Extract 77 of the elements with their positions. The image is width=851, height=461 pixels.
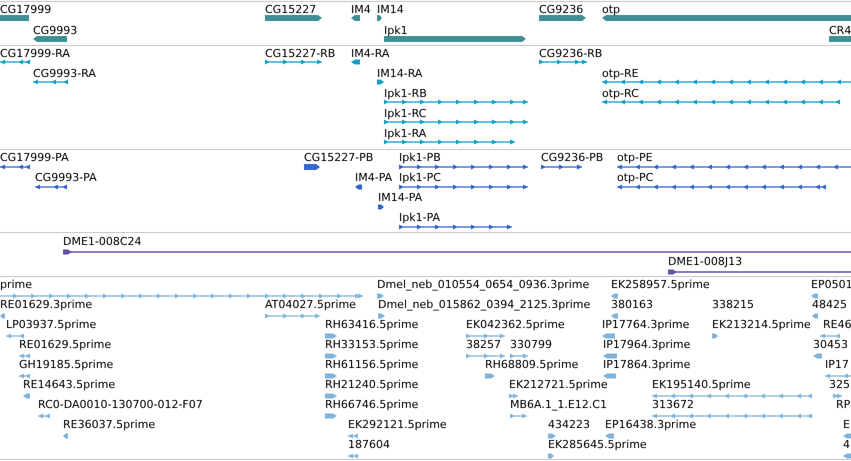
feature-label: RE01629.3prime	[0, 298, 92, 311]
feature-label: RH33153.5prime	[325, 338, 418, 351]
feature-label: otp-RE	[602, 67, 639, 80]
feature-label: RH61156.5prime	[325, 358, 418, 371]
feature-label: otp-PE	[617, 151, 653, 164]
feature-label: Dmel_neb_010554_0654_0936.3prime	[377, 278, 590, 291]
feature-label: RE46	[823, 318, 851, 331]
feature-label: Dmel_neb_015862_0394_2125.3prime	[378, 298, 590, 311]
feature-label: IM14-PA	[378, 191, 422, 204]
feature-label: CG9236-PB	[541, 151, 604, 164]
feature-label: IM14-RA	[377, 67, 422, 80]
feature-label: IM4-RA	[351, 47, 390, 60]
feature-label: EK213214.5prime	[712, 318, 811, 331]
feature-label: CG15227-RB	[265, 47, 336, 60]
feature-label: EK258957.5prime	[611, 278, 710, 291]
feature-label: DME1-008C24	[63, 235, 142, 248]
feature-label: otp	[602, 3, 620, 16]
feature-label: CG9993-PA	[35, 171, 97, 184]
feature-label: 187604	[348, 438, 390, 451]
feature-label: otp-RC	[602, 87, 639, 100]
feature-label: Ipk1-PB	[399, 151, 441, 164]
feature-label: IP17864.3prime	[603, 358, 690, 371]
feature-label: RE01629.5prime	[19, 338, 112, 351]
feature-label: E	[843, 418, 850, 431]
feature-label: AT04027.5prime	[265, 298, 356, 311]
feature-label: prime	[0, 278, 32, 291]
feature-label: otp-PC	[617, 171, 654, 184]
feature-label: EK292121.5prime	[348, 418, 447, 431]
feature-label: IM4	[351, 3, 371, 16]
feature-label: CG17999-RA	[0, 47, 70, 60]
feature-label: Ipk1-RC	[384, 107, 426, 120]
feature-label: RE14643.5prime	[23, 378, 116, 391]
feature-label: IP17964.3prime	[603, 338, 690, 351]
feature-label: EK212721.5prime	[509, 378, 608, 391]
feature-label: LP03937.5prime	[6, 318, 96, 331]
feature-label: CG15227	[265, 3, 316, 16]
feature-label: CG9993	[33, 24, 78, 37]
feature-label: IP17	[825, 358, 849, 371]
feature-label: EP16438.3prime	[605, 418, 696, 431]
feature-label: 313672	[652, 398, 694, 411]
feature-label: RP	[836, 398, 850, 411]
feature-label: Ipk1-RB	[384, 87, 427, 100]
feature-label: Ipk1-PC	[399, 171, 441, 184]
feature-label: 325	[829, 378, 850, 391]
feature-label: IM14	[377, 3, 404, 16]
feature-label: 380163	[611, 298, 653, 311]
feature-label: CG9993-RA	[33, 67, 96, 80]
feature-label: CR4	[829, 24, 851, 37]
feature-label: RE36037.5prime	[63, 418, 156, 431]
feature-label: IM4-PA	[355, 171, 392, 184]
feature-label: MB6A.1_1.E12.C1	[510, 398, 607, 411]
feature-label: 48425	[812, 298, 847, 311]
feature-label: EK285645.5prime	[548, 438, 647, 451]
feature-label: CG15227-PB	[304, 151, 374, 164]
feature-label: RH68809.5prime	[485, 358, 578, 371]
feature-label: RH66746.5prime	[325, 398, 418, 411]
feature-label: RH63416.5prime	[325, 318, 418, 331]
feature-label: 30453	[813, 338, 848, 351]
feature-label: EK042362.5prime	[466, 318, 565, 331]
feature-label: CG17999-PA	[0, 151, 69, 164]
feature-label: IP17764.3prime	[602, 318, 690, 331]
feature-label: 434223	[548, 418, 590, 431]
feature-label: CG9236	[539, 3, 584, 16]
feature-label: DME1-008J13	[668, 255, 742, 268]
feature-label: Ipk1	[384, 24, 408, 37]
feature-label: RC0-DA0010-130700-012-F07	[38, 398, 203, 411]
feature-label: 330799	[510, 338, 552, 351]
feature-label: CG9236-RB	[539, 47, 602, 60]
feature-label: Ipk1-RA	[384, 127, 426, 140]
feature-label: 338215	[712, 298, 754, 311]
feature-label: EK195140.5prime	[652, 378, 751, 391]
feature-label: 38257	[466, 338, 501, 351]
feature-label: GH19185.5prime	[19, 358, 114, 371]
feature-label: 4	[843, 438, 850, 451]
feature-label: Ipk1-PA	[399, 211, 440, 224]
feature-label: RH21240.5prime	[325, 378, 418, 391]
feature-label: CG17999	[0, 3, 52, 16]
